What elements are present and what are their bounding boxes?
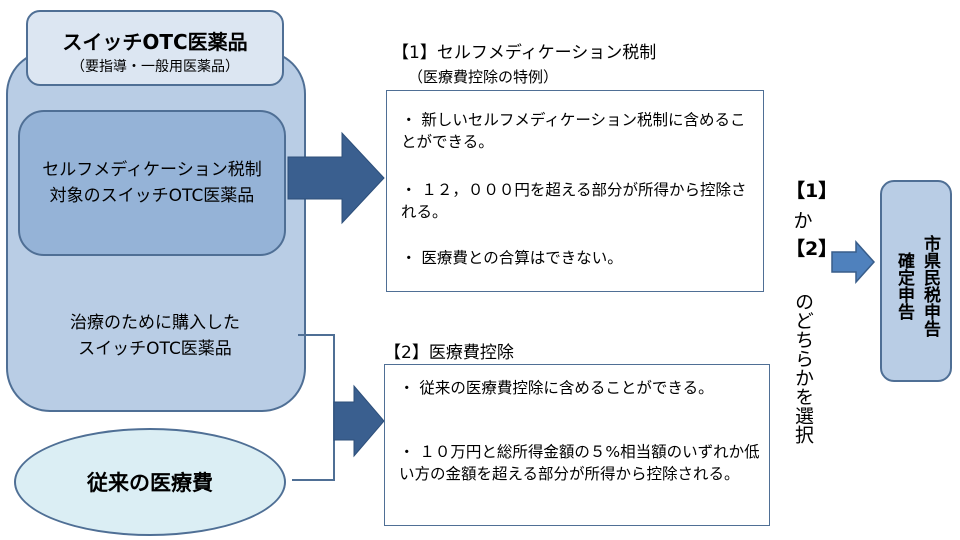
section1-bullet: ・ １２，０００円を超える部分が所得から控除される。 xyxy=(401,181,747,221)
arrow-to-tax-return xyxy=(831,240,876,284)
choice-ka: か xyxy=(793,210,813,232)
section1-bullet: ・ 医療費との合算はできない。 xyxy=(401,249,623,267)
section2-box: ・ 従来の医療費控除に含めることができる。 ・ １０万円と総所得金額の５%相当額… xyxy=(384,364,770,526)
title-main: スイッチOTC医薬品 xyxy=(62,30,248,54)
title-subtitle: （要指導・一般用医薬品） xyxy=(71,59,239,75)
final-tax-return-label: 確定申告 xyxy=(894,252,914,320)
treatment-purchase-text: 治療のために購入した スイッチOTC医薬品 xyxy=(20,310,290,362)
treatment-line-1: 治療のために購入した xyxy=(70,313,240,333)
section2-bullet: ・ 従来の医療費控除に含めることができる。 xyxy=(399,379,714,397)
arrow-to-section2 xyxy=(333,384,385,458)
treatment-line-2: スイッチOTC医薬品 xyxy=(78,339,232,359)
choice-text: 【1】 か 【2】 のどちらかを選択 xyxy=(786,176,838,466)
section2-bullet: ・ １０万円と総所得金額の５%相当額のいずれか低い方の金額を超える部分が所得から… xyxy=(399,443,760,483)
arrow-to-section1 xyxy=(287,131,385,225)
self-medication-target-box: セルフメディケーション税制 対象のスイッチOTC医薬品 xyxy=(18,110,286,256)
choice-option1: 【1】 xyxy=(786,180,838,202)
section1-heading: 【1】セルフメディケーション税制 xyxy=(392,43,657,63)
inner-line-1: セルフメディケーション税制 xyxy=(42,160,262,180)
conventional-medical-ellipse: 従来の医療費 xyxy=(14,428,286,536)
title-box: スイッチOTC医薬品 （要指導・一般用医薬品） xyxy=(26,10,284,86)
municipal-tax-label: 市県民税申告 xyxy=(920,235,940,337)
choice-option2: 【2】 xyxy=(786,238,838,260)
conventional-label: 従来の医療費 xyxy=(87,471,213,495)
tax-return-box: 市県民税申告 確定申告 xyxy=(880,180,952,382)
section2-heading: 【2】医療費控除 xyxy=(384,343,514,363)
bracket-line xyxy=(292,334,335,481)
section1-box: ・ 新しいセルフメディケーション税制に含めることができる。 ・ １２，０００円を… xyxy=(386,90,764,292)
inner-line-2: 対象のスイッチOTC医薬品 xyxy=(49,186,255,206)
choice-select-text: のどちらかを選択 xyxy=(792,292,814,444)
section1-bullet: ・ 新しいセルフメディケーション税制に含めることができる。 xyxy=(401,111,746,151)
section1-subheading: （医療費控除の特例） xyxy=(408,68,559,86)
